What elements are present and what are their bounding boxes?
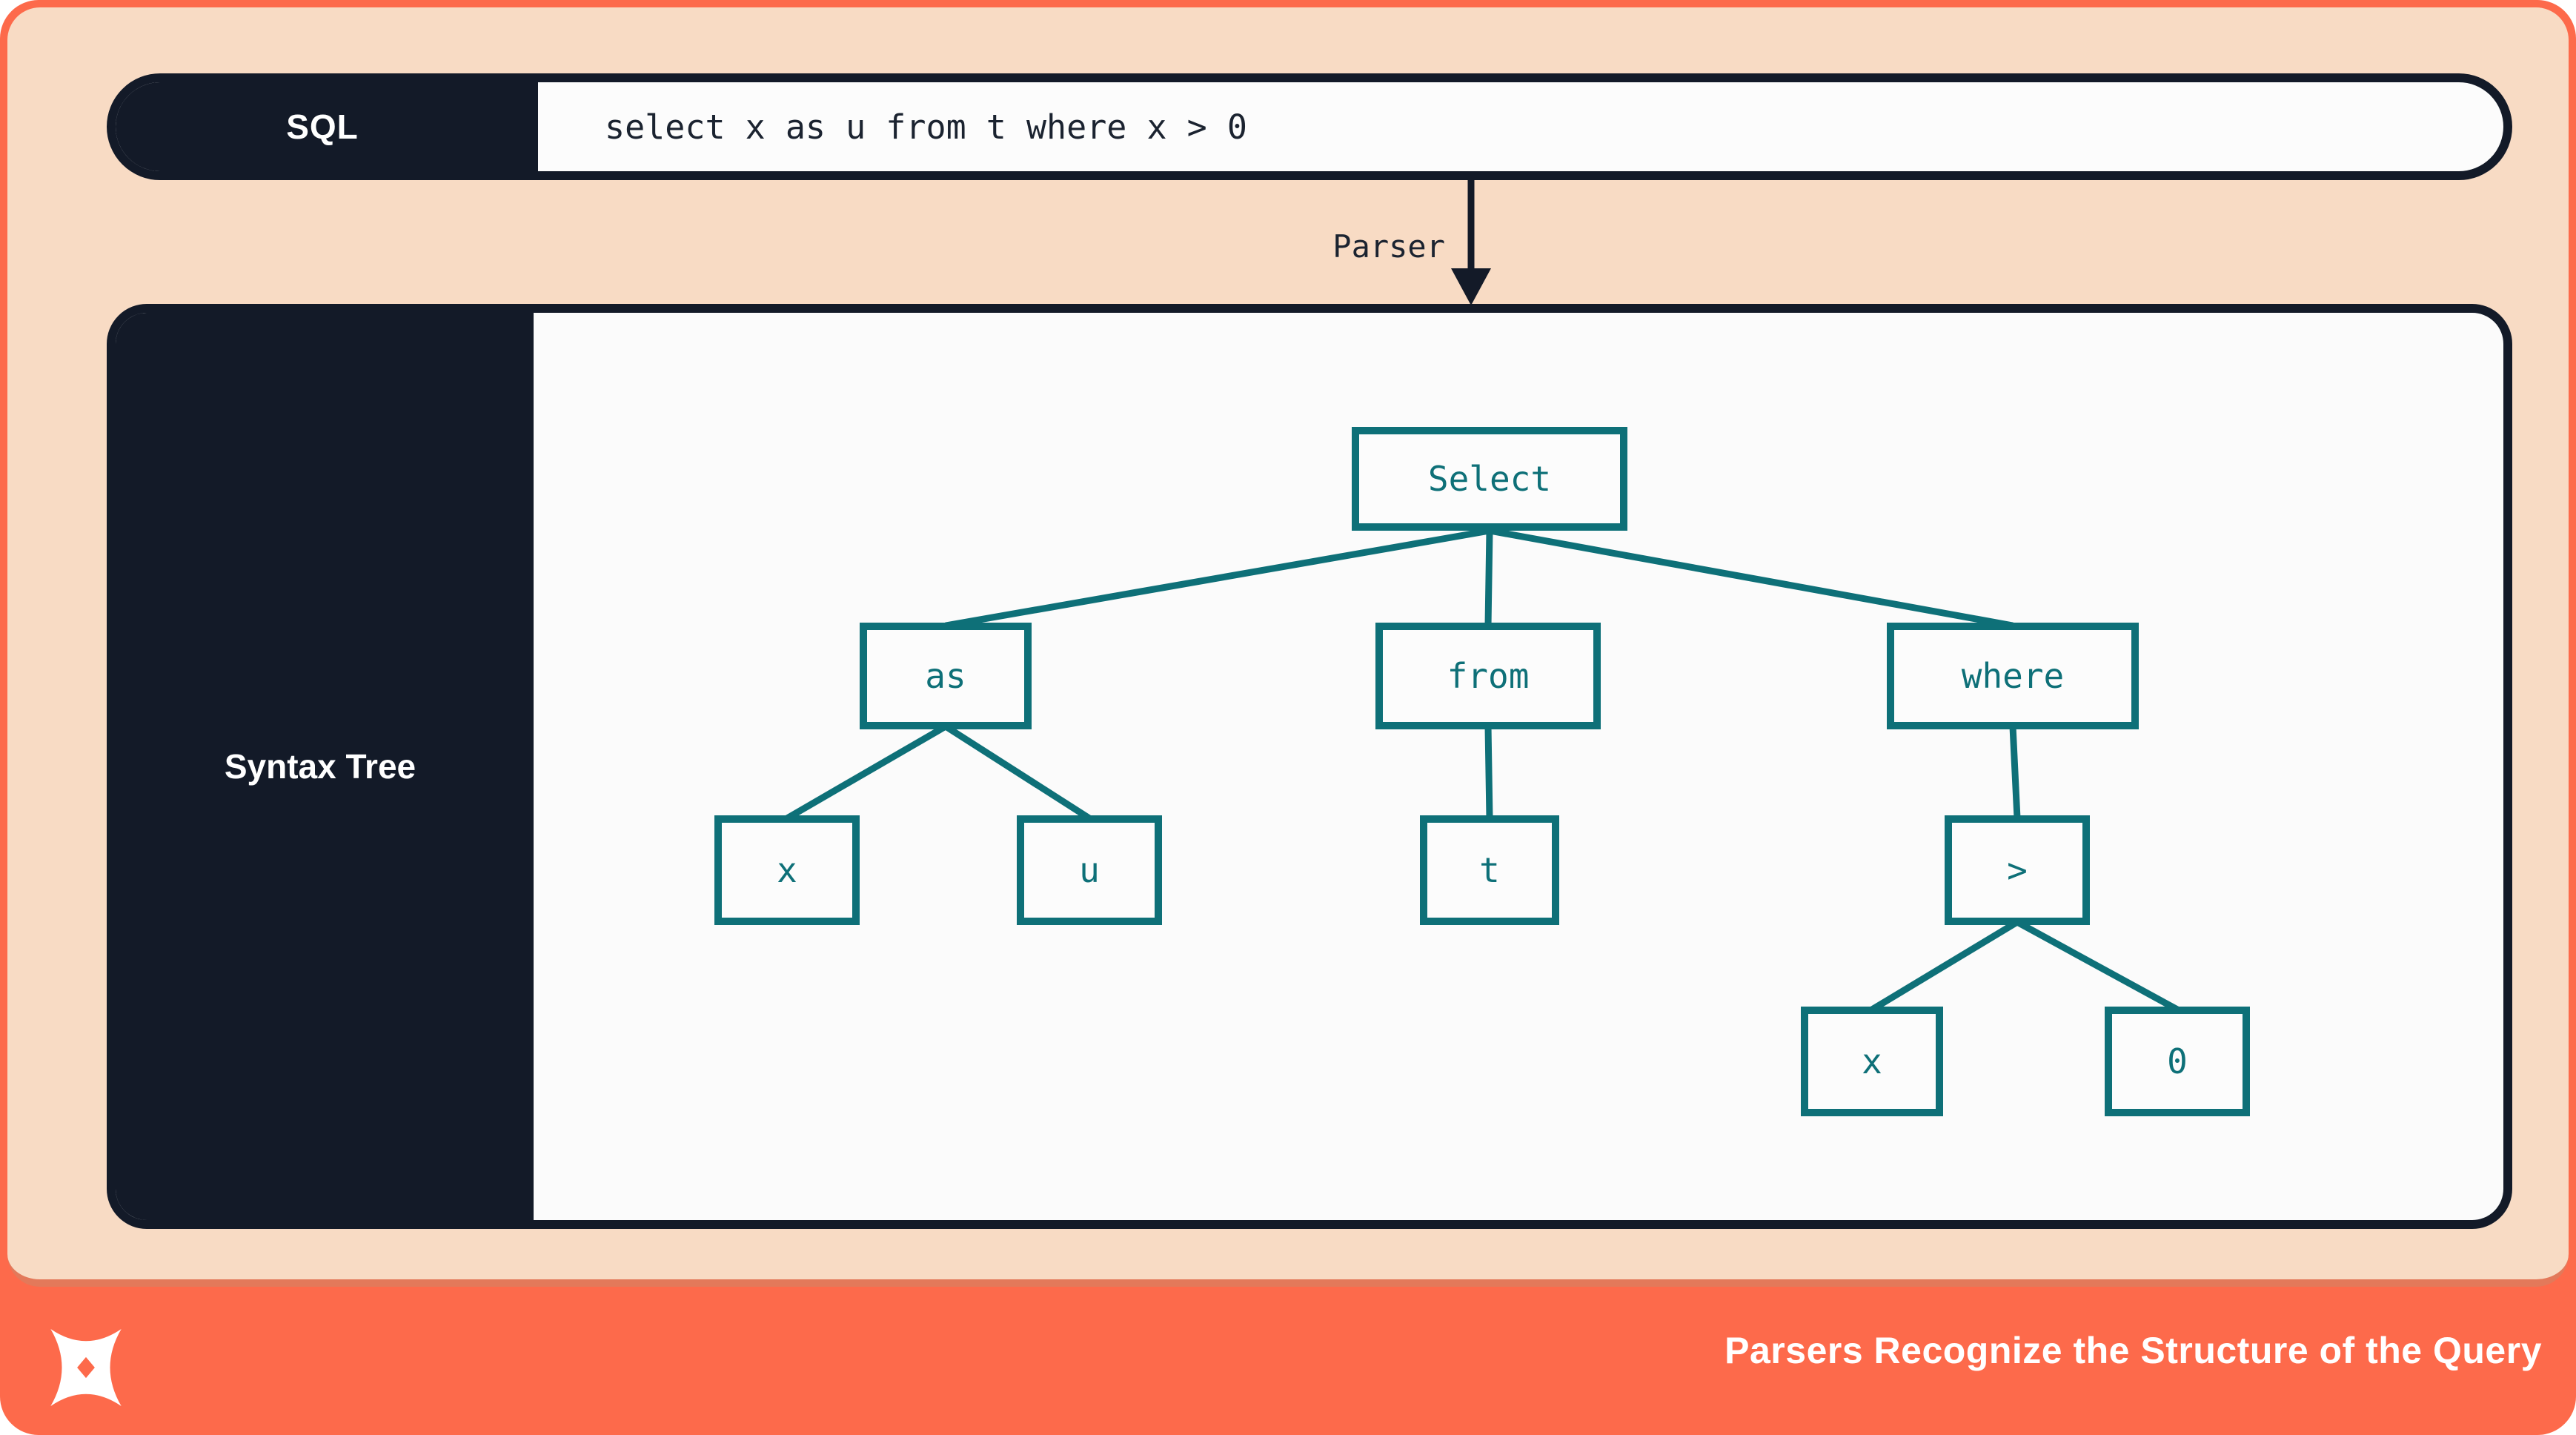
logo-pinwheel-icon bbox=[50, 1329, 122, 1406]
tree-node-x-operand: x bbox=[1801, 1007, 1943, 1116]
tree-node-t-table: t bbox=[1420, 815, 1559, 925]
tree-node-u-alias-target: u bbox=[1017, 815, 1162, 925]
sql-bar: select x as u from t where x > 0 SQL bbox=[107, 73, 2512, 180]
sql-bar-label: SQL bbox=[286, 107, 359, 146]
tree-node-where: where bbox=[1887, 623, 2139, 729]
tree-node-as: as bbox=[860, 623, 1032, 729]
tree-node-select: Select bbox=[1352, 427, 1627, 531]
sql-bar-label-segment: SQL bbox=[116, 82, 538, 171]
tree-node-from: from bbox=[1375, 623, 1601, 729]
footer-caption: Parsers Recognize the Structure of the Q… bbox=[1724, 1330, 2542, 1371]
syntax-tree-sidebar: Syntax Tree bbox=[116, 313, 534, 1220]
footer-bar: Parsers Recognize the Structure of the Q… bbox=[0, 1287, 2576, 1435]
parser-arrow-label: Parser bbox=[1332, 228, 1445, 265]
sql-query-text: select x as u from t where x > 0 bbox=[605, 107, 1247, 147]
tree-node-x-alias-source: x bbox=[714, 815, 860, 925]
tree-node-gt-operator: > bbox=[1945, 815, 2090, 925]
tree-node-zero-operand: 0 bbox=[2105, 1007, 2250, 1116]
syntax-tree-label: Syntax Tree bbox=[224, 747, 416, 786]
